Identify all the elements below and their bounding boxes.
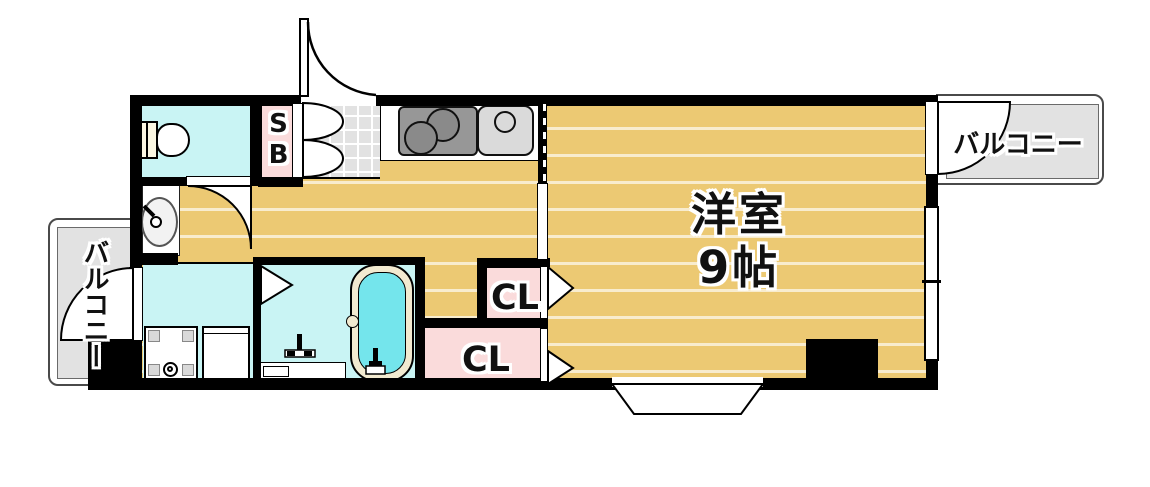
closet-lower-folding-door <box>547 349 575 386</box>
tub-faucet-bar <box>369 361 382 366</box>
bathtub-icon <box>350 264 414 382</box>
bathtub-knob <box>346 315 359 328</box>
threshold-entry <box>303 177 380 179</box>
entrance-opening <box>301 95 376 106</box>
tub-faucet-stem <box>373 348 378 368</box>
washer-pan-corner <box>148 330 160 342</box>
stove-icon <box>398 106 478 156</box>
closet-upper-label: CL <box>491 278 539 318</box>
washer-pan-corner <box>182 364 194 376</box>
entrance-door-arc <box>306 21 377 97</box>
wall-closet-middle <box>415 318 548 328</box>
bathroom-folding-door <box>260 264 294 306</box>
shoe-box-door-lower <box>302 138 344 179</box>
toilet-tank-line <box>146 123 148 157</box>
wall-closet-upper-left <box>477 258 487 318</box>
toilet-door-arc <box>187 185 252 250</box>
washer-pan-corner <box>182 330 194 342</box>
toilet-icon <box>131 118 193 162</box>
stove-burner <box>404 121 438 155</box>
main-window-divider <box>922 280 941 283</box>
wall-top <box>130 95 938 106</box>
washer-pan-corner <box>148 364 160 376</box>
bathtub-water <box>358 272 406 374</box>
wall-washroom-bath-divider <box>253 257 261 378</box>
washer-pan-icon <box>144 326 198 380</box>
sliding-door-kitchen <box>537 183 548 260</box>
wall-washroom-top-left <box>130 253 178 265</box>
closet-upper-floor <box>487 268 542 318</box>
shoe-box <box>262 103 293 177</box>
bath-faucet-bar <box>284 349 316 358</box>
main-room-name: 洋室 <box>690 188 787 241</box>
bath-counter-box <box>263 366 289 377</box>
main-room-label: 洋室 9帖 <box>629 188 849 294</box>
closet-lower-floor <box>425 328 542 378</box>
bath-faucet-knob <box>304 351 312 356</box>
main-window <box>924 206 939 361</box>
wall-bathroom-top <box>253 257 423 265</box>
entrance-door-leaf <box>299 18 309 97</box>
laundry-counter-lid-line <box>204 333 248 334</box>
wall-closet-upper-top <box>477 258 548 268</box>
balcony-right-door-arc <box>937 101 1012 176</box>
main-room-size: 9帖 <box>697 241 781 294</box>
shoe-box-label: SB <box>268 109 289 170</box>
closet-lower-label: CL <box>462 340 510 380</box>
wall-kitchen-right <box>538 95 547 183</box>
bath-faucet-knob <box>287 351 295 356</box>
washer-drain-inner <box>167 366 173 372</box>
wall-sb-bottom <box>258 177 303 187</box>
kitchen-sink-icon <box>477 105 534 156</box>
bay-window <box>610 383 765 415</box>
tub-faucet-base <box>365 365 386 375</box>
wall-corner-block <box>88 338 142 390</box>
bay-window-opening <box>612 377 763 387</box>
basin-faucet-knob <box>150 216 162 228</box>
pillar <box>806 339 878 382</box>
washer-drain-icon <box>163 362 178 377</box>
wall-bathroom-right <box>415 257 425 378</box>
fridge-dashed-line <box>543 104 546 183</box>
balcony-left-door-arc <box>59 266 134 341</box>
balcony-left-label: バルコニー <box>79 239 109 369</box>
bath-faucet-stem <box>297 334 302 352</box>
shoe-box-door-upper <box>302 101 344 142</box>
wall-toilet-sb-divider <box>250 99 262 185</box>
toilet-bowl <box>156 123 190 157</box>
balcony-right-label: バルコニー <box>953 130 1083 160</box>
laundry-counter <box>202 326 250 380</box>
sink-faucet-icon <box>494 111 516 133</box>
closet-upper-folding-door <box>547 264 575 312</box>
washbasin-icon <box>141 183 180 256</box>
threshold-washroom <box>178 262 253 264</box>
basin-faucet-spout <box>142 204 156 218</box>
